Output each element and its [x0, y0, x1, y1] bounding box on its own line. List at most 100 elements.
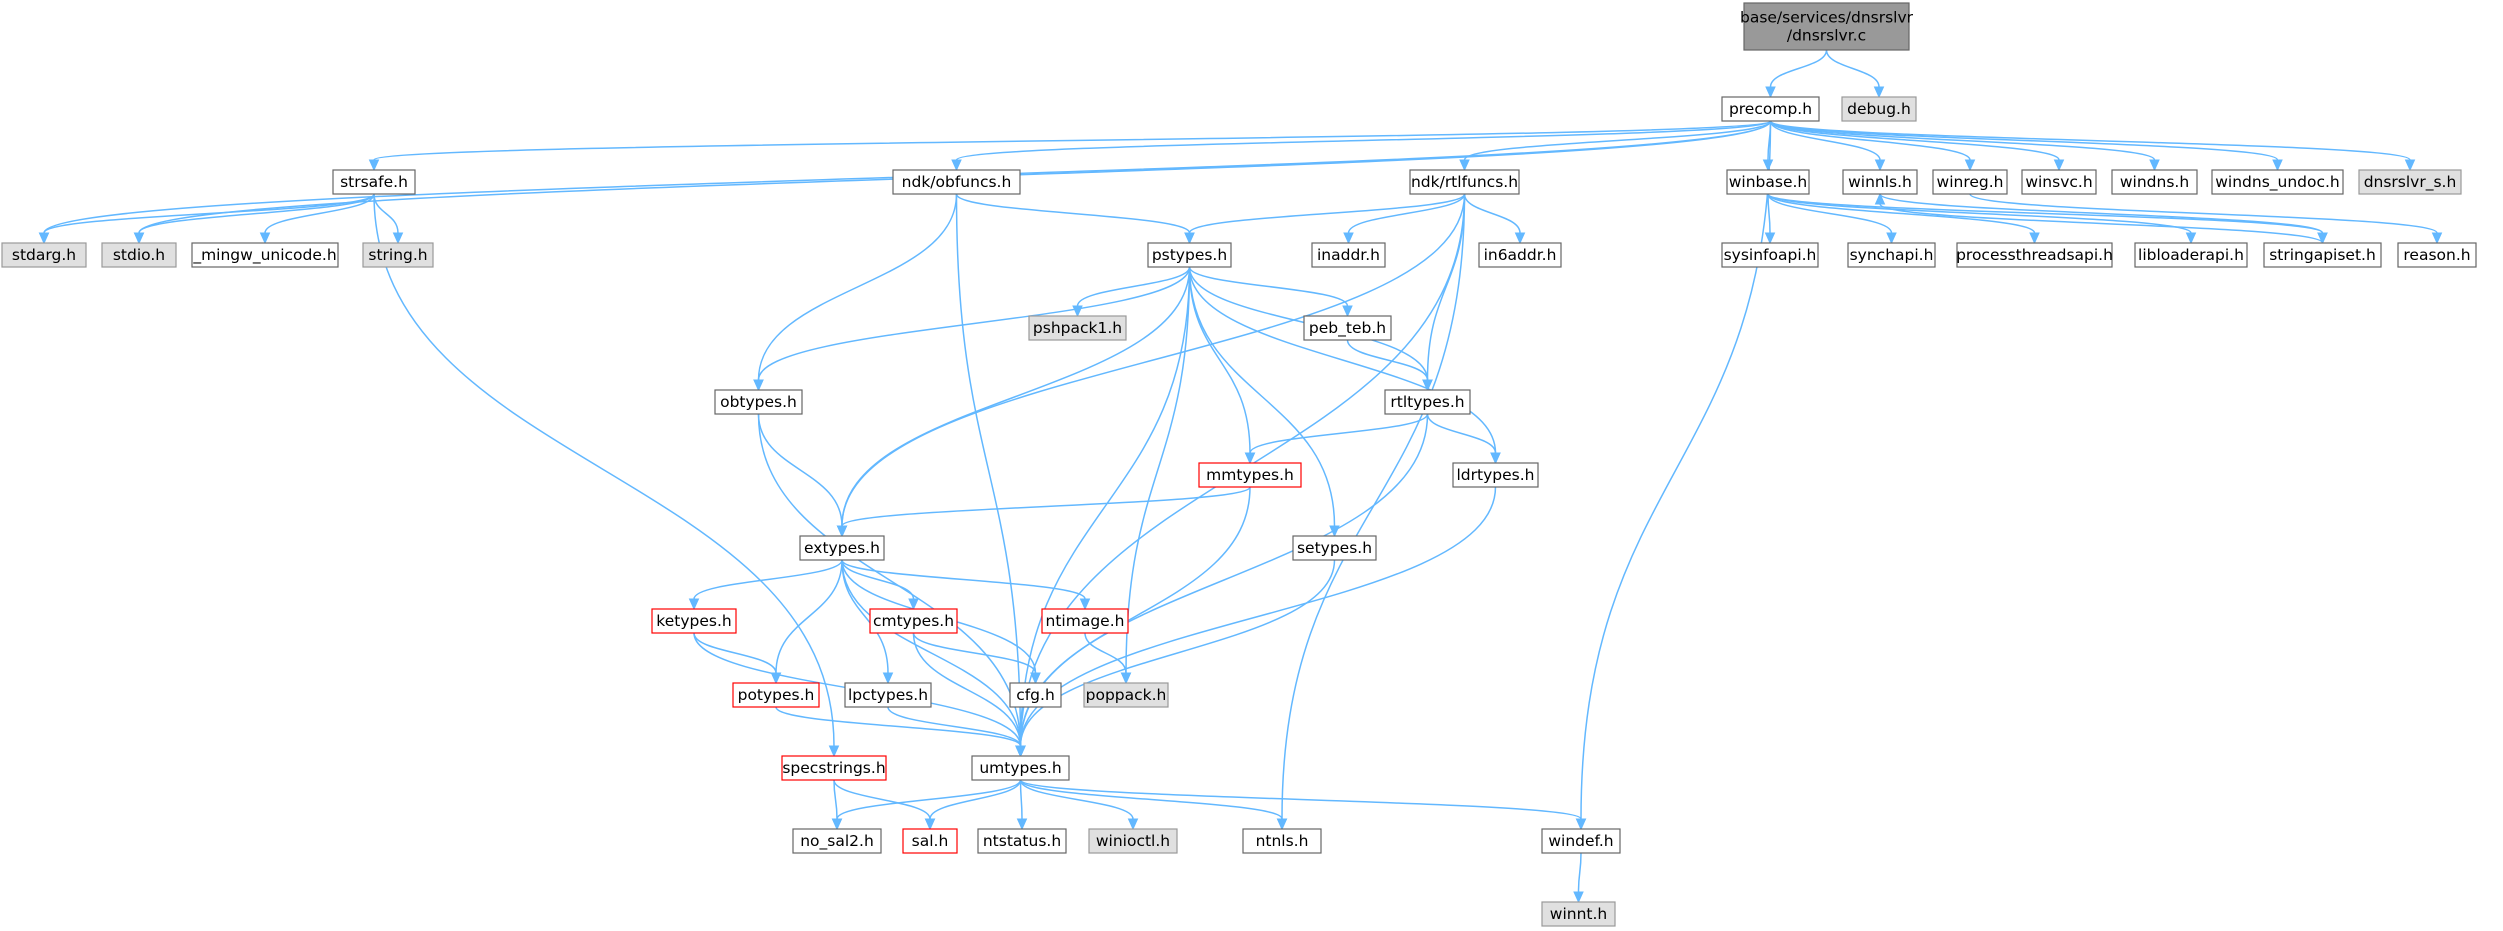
node-rtlfuncs[interactable]: ndk/rtlfuncs.h [1409, 169, 1520, 195]
edge-arrowhead [38, 232, 50, 245]
node-label: ntstatus.h [983, 832, 1061, 850]
node-ketypes[interactable]: ketypes.h [651, 608, 737, 634]
node-cmtypes[interactable]: cmtypes.h [869, 608, 958, 634]
edge-line [775, 706, 1022, 747]
node-ldrtypes[interactable]: ldrtypes.h [1452, 462, 1539, 488]
node-ntstatus[interactable]: ntstatus.h [977, 828, 1067, 854]
node-box [792, 828, 882, 854]
edge-line [1825, 49, 1880, 88]
node-ntimage[interactable]: ntimage.h [1041, 608, 1129, 634]
node-label: windns.h [2120, 173, 2189, 191]
edge-umtypes-to-sal [924, 779, 1022, 831]
edge-line [373, 193, 835, 747]
node-label: winreg.h [1937, 173, 2004, 191]
edge-arrowhead [1874, 159, 1886, 172]
edge-line [955, 193, 1191, 234]
node-winreg[interactable]: winreg.h [1932, 169, 2008, 195]
edge-pstypes-to-obtypes [753, 266, 1191, 392]
node-label: dnsrslvr_s.h [2364, 173, 2457, 192]
node-winioctl[interactable]: winioctl.h [1088, 828, 1178, 854]
edge-line [833, 779, 838, 820]
node-mingw_unicode[interactable]: _mingw_unicode.h [191, 242, 339, 268]
edge-line [1188, 266, 1349, 307]
node-obfuncs[interactable]: ndk/obfuncs.h [892, 169, 1021, 195]
edge-line [1769, 120, 2060, 161]
edge-arrowhead [1573, 891, 1584, 904]
edge-line [1767, 193, 1771, 234]
node-label: windns_undoc.h [2215, 173, 2340, 192]
node-pstypes[interactable]: pstypes.h [1147, 242, 1232, 268]
node-box [1541, 828, 1621, 854]
node-label: pshpack1.h [1033, 319, 1122, 337]
edge-line [1969, 193, 2438, 234]
node-obtypes[interactable]: obtypes.h [714, 389, 803, 415]
node-reason[interactable]: reason.h [2397, 242, 2477, 268]
node-winbase[interactable]: winbase.h [1726, 169, 1810, 195]
node-precomp[interactable]: precomp.h [1721, 96, 1820, 122]
node-box [1956, 242, 2113, 268]
node-box [1198, 462, 1302, 488]
node-winnt[interactable]: winnt.h [1541, 901, 1616, 927]
edge-umtypes-to-no_sal2 [831, 779, 1022, 831]
node-no_sal2[interactable]: no_sal2.h [792, 828, 882, 854]
node-rtltypes[interactable]: rtltypes.h [1384, 389, 1471, 415]
node-box [1311, 242, 1386, 268]
edge-arrowhead [1342, 305, 1353, 318]
node-debug[interactable]: debug.h [1841, 96, 1917, 122]
edge-line [373, 120, 1772, 161]
node-box [1242, 828, 1322, 854]
node-root[interactable]: base/services/dnsrslvr/dnsrslvr.c [1740, 2, 1914, 51]
node-synchapi[interactable]: synchapi.h [1847, 242, 1936, 268]
node-in6addr[interactable]: in6addr.h [1478, 242, 1562, 268]
edge-line [955, 193, 1022, 747]
edge-arrowhead [259, 232, 271, 245]
edge-line [693, 632, 777, 674]
node-lpctypes[interactable]: lpctypes.h [844, 682, 932, 708]
node-poppack[interactable]: poppack.h [1083, 682, 1169, 708]
node-inaddr[interactable]: inaddr.h [1311, 242, 1386, 268]
node-potypes[interactable]: potypes.h [732, 682, 820, 708]
node-label: obtypes.h [720, 393, 797, 411]
node-peb_teb[interactable]: peb_teb.h [1303, 315, 1392, 341]
node-dnsrslvr_s[interactable]: dnsrslvr_s.h [2358, 169, 2462, 195]
node-specstrings[interactable]: specstrings.h [781, 755, 887, 781]
node-extypes[interactable]: extypes.h [799, 535, 885, 561]
node-stdarg[interactable]: stdarg.h [1, 242, 87, 268]
node-setypes[interactable]: setypes.h [1292, 535, 1377, 561]
edge-line [1769, 120, 1971, 161]
node-label: rtltypes.h [1390, 393, 1464, 411]
node-string[interactable]: string.h [362, 242, 434, 268]
edge-line [1879, 203, 2324, 244]
node-strsafe[interactable]: strsafe.h [332, 169, 416, 195]
node-processthreadsapi[interactable]: processthreadsapi.h [1956, 242, 2113, 268]
node-label: windef.h [1548, 832, 1613, 850]
node-libloaderapi[interactable]: libloaderapi.h [2134, 242, 2248, 268]
node-windef[interactable]: windef.h [1541, 828, 1621, 854]
node-box [1041, 608, 1129, 634]
edge-line [1347, 193, 1466, 234]
edge-arrowhead [368, 159, 380, 172]
node-stringapiset[interactable]: stringapiset.h [2263, 242, 2382, 268]
node-windns[interactable]: windns.h [2111, 169, 2198, 195]
edge-stringapiset-to-winnls [1874, 192, 2324, 244]
node-mmtypes[interactable]: mmtypes.h [1198, 462, 1302, 488]
node-sal[interactable]: sal.h [902, 828, 958, 854]
node-umtypes[interactable]: umtypes.h [971, 755, 1070, 781]
node-stdio[interactable]: stdio.h [101, 242, 177, 268]
node-sysinfoapi[interactable]: sysinfoapi.h [1721, 242, 1819, 268]
edge-precomp-to-windns [1769, 120, 2160, 172]
node-cfg[interactable]: cfg.h [1009, 682, 1062, 708]
node-pshpack1[interactable]: pshpack1.h [1028, 315, 1127, 341]
edge-line [264, 193, 375, 234]
node-winsvc[interactable]: winsvc.h [2021, 169, 2097, 195]
edge-arrowhead [924, 818, 936, 831]
edge-precomp-to-windef [1575, 120, 1772, 831]
edge-line [955, 120, 1772, 161]
node-windns_undoc[interactable]: windns_undoc.h [2211, 169, 2344, 195]
edge-arrowhead [908, 598, 919, 611]
node-winnls[interactable]: winnls.h [1842, 169, 1918, 195]
edge-line [1019, 779, 1283, 820]
node-label: inaddr.h [1317, 246, 1380, 264]
node-ntnls[interactable]: ntnls.h [1242, 828, 1322, 854]
edge-obfuncs-to-pstypes [955, 193, 1195, 245]
